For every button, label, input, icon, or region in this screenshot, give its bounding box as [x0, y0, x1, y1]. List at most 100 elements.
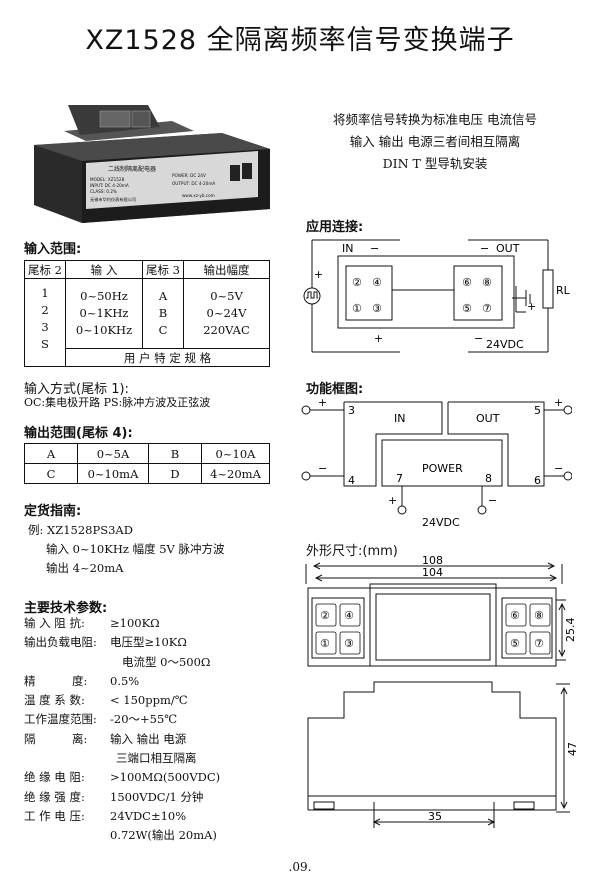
dim-height-side: 47 [566, 742, 579, 756]
spec-row: 工作温度范围:-20～+55℃ [24, 711, 284, 730]
spec-row: 绝 缘 电 阻: >100MΩ(500VDC) [24, 769, 284, 788]
out-code-d: D [148, 463, 202, 484]
spec-value: 0.72W(输出 20mA) [110, 828, 217, 843]
amplitude-2: 0~24V [206, 306, 247, 320]
app-in-plus: + [314, 268, 323, 281]
spec-row: 输出负载电阻:电压型≥10KΩ [24, 634, 284, 653]
label-line-4: 无锡市华约仪表有限公司 [90, 196, 136, 203]
spec-label: 绝 缘 电 阻: [24, 770, 85, 785]
code2-3: 3 [41, 320, 49, 334]
label-line-2: INPUT: DC 4-20mA [90, 183, 129, 188]
spec-row: 0.72W(输出 20mA) [24, 827, 284, 846]
dim-pin-3: ③ [344, 637, 354, 650]
app-power-label: 24VDC [486, 338, 524, 351]
spec-value: 电压型≥10KΩ [110, 635, 187, 650]
order-example: 例: XZ1528PS3AD [28, 523, 133, 537]
label-line-1: MODEL: XZ1528 [90, 177, 125, 182]
code3-a: A [158, 289, 168, 303]
label-right-3: www.xz-yb.com [182, 193, 215, 198]
out-value-b: 0~10A [201, 443, 270, 464]
label-line-3: CLASS: 0.2% [90, 189, 117, 194]
app-pin-6: ⑥ [462, 276, 472, 289]
spec-value: 0.5% [110, 673, 140, 688]
fn-pin-5: 5 [534, 404, 541, 417]
description-line-1: 将频率信号转换为标准电压 电流信号 [333, 112, 537, 127]
out-value-d: 4~20mA [201, 463, 270, 484]
fn-power-voltage: 24VDC [422, 516, 460, 529]
fn-pin-6: 6 [534, 474, 541, 487]
spec-label: 隔 离: [24, 731, 88, 746]
app-pin-3: ③ [372, 302, 382, 315]
fn-pin-7: 7 [396, 472, 403, 485]
spec-label: 工 作 电 压: [24, 808, 85, 823]
app-rl-label: RL [556, 284, 570, 297]
header-input: 输 入 [65, 260, 143, 279]
code3-b: B [158, 306, 168, 320]
fn-in-minus: − [318, 462, 327, 475]
input-range-table: 尾标 2 输 入 尾标 3 输出幅度 1 2 3 S 0~50Hz 0~1KHz… [24, 260, 270, 367]
header-suffix3: 尾标 3 [142, 260, 184, 279]
codes3-cell: A B C [142, 278, 184, 349]
input-range-heading: 输入范围: [24, 242, 82, 257]
app-pin-5: ⑤ [462, 302, 472, 315]
spec-value: < 150ppm/℃ [110, 693, 188, 708]
header-suffix2: 尾标 2 [24, 260, 66, 279]
spec-row: 绝 缘 强 度:1500VDC/1 分钟 [24, 789, 284, 808]
order-guide-heading: 定货指南: [24, 504, 82, 519]
spec-row: 三端口相互隔离 [24, 750, 284, 769]
out-code-a: A [24, 443, 78, 464]
app-pin-7: ⑦ [482, 302, 492, 315]
amplitude-1: 0~5V [210, 289, 243, 303]
app-pin-1: ① [352, 302, 362, 315]
dim-rail: 35 [428, 810, 442, 823]
label-product-name: 二线制隔离配电器 [108, 165, 156, 173]
function-heading: 功能框图: [306, 382, 364, 397]
dimension-drawing: 108 104 25.4 47 35 ② ④ ① ③ ⑥ ⑧ ⑤ ⑦ [305, 556, 579, 828]
app-power-minus: − [474, 332, 483, 345]
spec-label: 输 入 阻 抗: [24, 616, 85, 630]
application-diagram: IN − − OUT + + − + RL 24VDC ② ④ ① ③ ⑥ ⑧ … [303, 239, 570, 353]
fn-in-label: IN [394, 412, 405, 425]
fn-pin-8: 8 [485, 472, 492, 485]
dim-pin-5: ⑤ [510, 637, 520, 650]
fn-pin-4: 4 [348, 474, 355, 487]
dim-width-inner: 104 [422, 566, 443, 579]
out-value-c: 0~10mA [77, 463, 149, 484]
spec-row: 电流型 0～500Ω [24, 654, 284, 673]
app-out-label: OUT [496, 242, 520, 255]
input-mode-heading: 输入方式(尾标 1): [24, 382, 129, 397]
fn-power-label: POWER [422, 462, 463, 475]
special-spec-cell: 用 户 特 定 规 格 [65, 348, 270, 367]
dim-pin-1: ① [320, 637, 330, 650]
spec-value: 输入 输出 电源 [110, 731, 187, 746]
app-power-plus: + [374, 332, 383, 345]
application-heading: 应用连接: [306, 220, 364, 235]
fn-power-minus: − [488, 494, 497, 507]
app-pin-2: ② [352, 276, 362, 289]
input-mode-text: OC:集电极开路 PS:脉冲方波及正弦波 [24, 396, 211, 409]
app-pin-8: ⑧ [482, 276, 492, 289]
description-line-2: 输入 输出 电源三者间相互隔离 [349, 134, 521, 149]
out-code-c: C [24, 463, 78, 484]
spec-value: ≥100KΩ [110, 616, 160, 630]
spec-value: 24VDC±10% [110, 808, 187, 823]
input-1: 0~50Hz [80, 289, 128, 303]
code3-c: C [158, 323, 168, 337]
label-right-1: POWER: DC 24V [172, 173, 206, 178]
spec-row: 输 入 阻 抗: ≥100KΩ [24, 615, 284, 634]
dim-height-front: 25.4 [564, 618, 577, 643]
amplitudes-cell: 0~5V 0~24V 220VAC [183, 278, 270, 349]
output-range-table: A 0~5A B 0~10A C 0~10mA D 4~20mA [24, 443, 270, 484]
dim-pin-6: ⑥ [510, 609, 520, 622]
page-number: .09. [288, 860, 312, 874]
specs-heading: 主要技术参数: [24, 601, 108, 616]
fn-in-plus: + [318, 396, 327, 409]
suffix2-cell: 1 2 3 S [24, 278, 66, 367]
spec-label: 温 度 系 数: [24, 693, 85, 708]
specs-list: 输 入 阻 抗: ≥100KΩ 输出负载电阻:电压型≥10KΩ 电流型 0～500… [24, 615, 284, 847]
inputs-cell: 0~50Hz 0~1KHz 0~10KHz [65, 278, 143, 349]
dim-pin-7: ⑦ [534, 637, 544, 650]
spec-value: >100MΩ(500VDC) [110, 770, 221, 785]
description-line-3: DIN T 型导轨安装 [382, 156, 488, 171]
code2-1: 1 [41, 286, 49, 300]
